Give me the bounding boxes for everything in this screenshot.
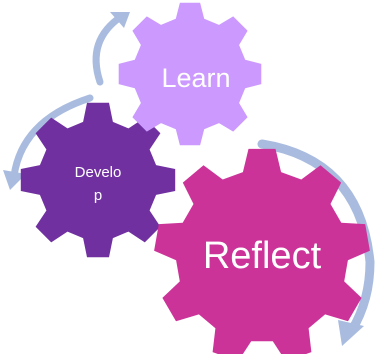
gear-develop-body (39, 121, 157, 239)
top-left-arrowhead (110, 12, 130, 28)
gear-learn-body (134, 18, 246, 130)
top-left-arc-arrow (92, 12, 126, 86)
learn-label: Learn (161, 63, 230, 93)
develop-label-line1: Develo (75, 164, 122, 181)
left-arc-arrow (10, 94, 94, 180)
gear-reflect-body (177, 171, 347, 341)
reflect-label: Reflect (203, 235, 322, 277)
left-arrowhead (3, 170, 26, 190)
right-arrowhead (338, 320, 364, 346)
learn-gear (118, 2, 262, 146)
reflect-gear (154, 148, 370, 359)
develop-label-line2: p (94, 187, 102, 204)
develop-gear (20, 102, 176, 258)
